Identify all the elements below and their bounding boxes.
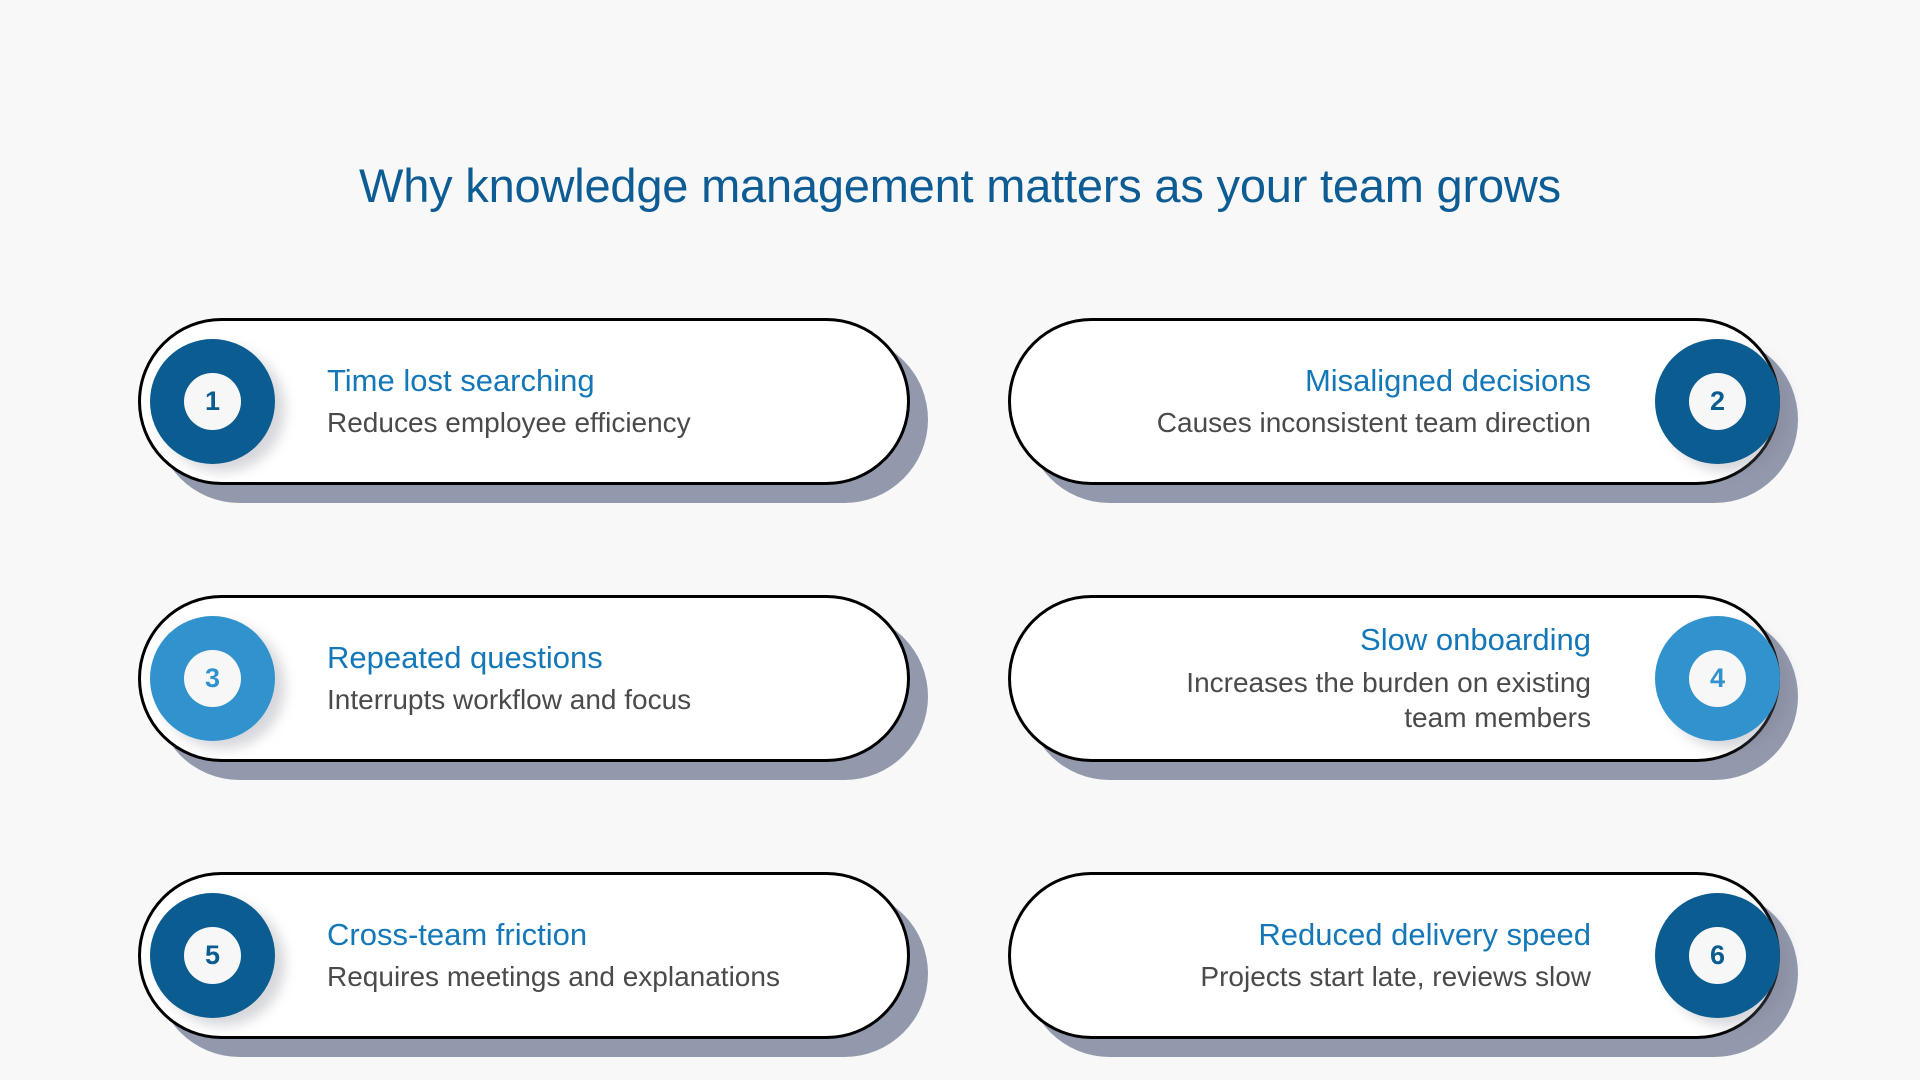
card-5[interactable]: Cross-team friction Requires meetings an… (138, 872, 928, 1057)
card-body: Repeated questions Interrupts workflow a… (138, 595, 910, 762)
card-title: Reduced delivery speed (1258, 916, 1591, 952)
card-2[interactable]: Misaligned decisions Causes inconsistent… (1008, 318, 1798, 503)
card-subtitle: Interrupts workflow and focus (327, 684, 692, 716)
number-badge: 1 (150, 339, 275, 464)
card-4[interactable]: Slow onboarding Increases the burden on … (1008, 595, 1798, 780)
benefit-card-grid: Time lost searching Reduces employee eff… (138, 318, 1798, 1057)
card-1[interactable]: Time lost searching Reduces employee eff… (138, 318, 928, 503)
page-title: Why knowledge management matters as your… (359, 159, 1561, 212)
number-badge: 6 (1655, 893, 1780, 1018)
card-body: Time lost searching Reduces employee eff… (138, 318, 910, 485)
badge-number: 2 (1689, 373, 1746, 430)
card-text-block: Slow onboarding Increases the burden on … (1171, 621, 1591, 736)
card-text-block: Misaligned decisions Causes inconsistent… (1157, 362, 1591, 442)
card-text-block: Repeated questions Interrupts workflow a… (327, 639, 691, 719)
card-6[interactable]: Reduced delivery speed Projects start la… (1008, 872, 1798, 1057)
card-title: Cross-team friction (327, 916, 588, 952)
card-title: Repeated questions (327, 639, 603, 675)
card-text-block: Reduced delivery speed Projects start la… (1200, 916, 1591, 996)
card-title: Misaligned decisions (1304, 362, 1591, 398)
card-subtitle: Causes inconsistent team direction (1156, 407, 1591, 439)
badge-number: 5 (184, 927, 241, 984)
card-text-block: Time lost searching Reduces employee eff… (327, 362, 691, 442)
card-title: Time lost searching (327, 362, 595, 398)
badge-number: 3 (184, 650, 241, 707)
badge-number: 4 (1689, 650, 1746, 707)
card-subtitle: Projects start late, reviews slow (1200, 961, 1591, 993)
number-badge: 2 (1655, 339, 1780, 464)
card-subtitle: Reduces employee efficiency (327, 407, 691, 439)
card-title: Slow onboarding (1360, 621, 1591, 657)
card-text-block: Cross-team friction Requires meetings an… (327, 916, 780, 996)
badge-number: 1 (184, 373, 241, 430)
number-badge: 4 (1655, 616, 1780, 741)
card-3[interactable]: Repeated questions Interrupts workflow a… (138, 595, 928, 780)
number-badge: 5 (150, 893, 275, 1018)
badge-number: 6 (1689, 927, 1746, 984)
card-body: Reduced delivery speed Projects start la… (1008, 872, 1780, 1039)
number-badge: 3 (150, 616, 275, 741)
card-subtitle: Increases the burden on existing team me… (1186, 666, 1591, 734)
card-subtitle: Requires meetings and explanations (327, 961, 780, 993)
card-body: Slow onboarding Increases the burden on … (1008, 595, 1780, 762)
